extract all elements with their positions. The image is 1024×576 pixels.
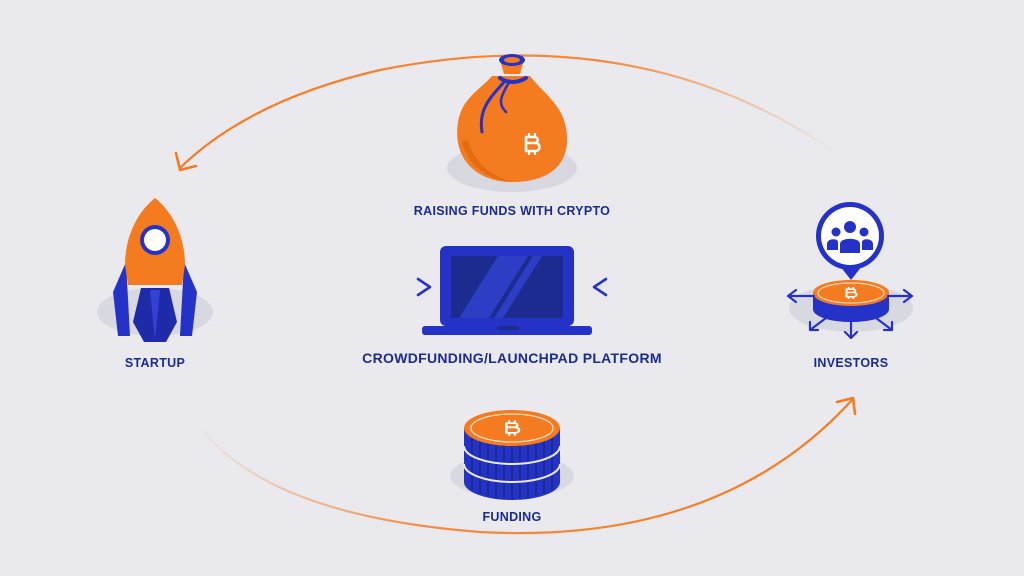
label-funding: FUNDING [482,510,542,524]
bitcoin-coin-stack-icon [450,410,574,500]
investors-group-icon [786,202,914,340]
label-investors: INVESTORS [813,356,889,370]
rocket-icon [97,198,213,342]
bitcoin-money-bag-icon [447,54,577,192]
label-startup: STARTUP [124,356,186,370]
flow-arrow-top [174,54,836,172]
arrow-investors-to-platform [592,277,780,297]
label-platform: CROWDFUNDING/LAUNCHPAD PLATFORM [362,350,662,366]
laptop-icon [422,246,592,335]
arrow-startup-to-platform [245,277,432,297]
flow-arrow-bottom [194,396,857,535]
label-raising-funds: RAISING FUNDS WITH CRYPTO [413,204,611,218]
